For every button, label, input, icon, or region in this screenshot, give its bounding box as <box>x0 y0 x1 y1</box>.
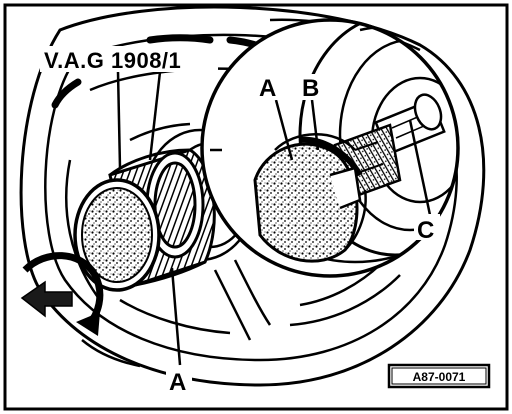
direction-arrow-icon <box>20 280 73 318</box>
rotation-arrow-icon <box>22 252 104 336</box>
reference-code: A87-0071 <box>413 370 466 384</box>
reference-code-box: A87-0071 <box>387 363 491 389</box>
callout-c: C <box>417 217 434 244</box>
callout-b: B <box>302 75 319 102</box>
callout-a-upper: A <box>259 75 276 102</box>
tool-label: V.A.G 1908/1 <box>44 48 181 73</box>
callout-a-lower: A <box>169 369 186 396</box>
puller-tool <box>73 148 216 292</box>
magnified-detail <box>200 18 460 278</box>
callout-leaders <box>116 71 432 366</box>
